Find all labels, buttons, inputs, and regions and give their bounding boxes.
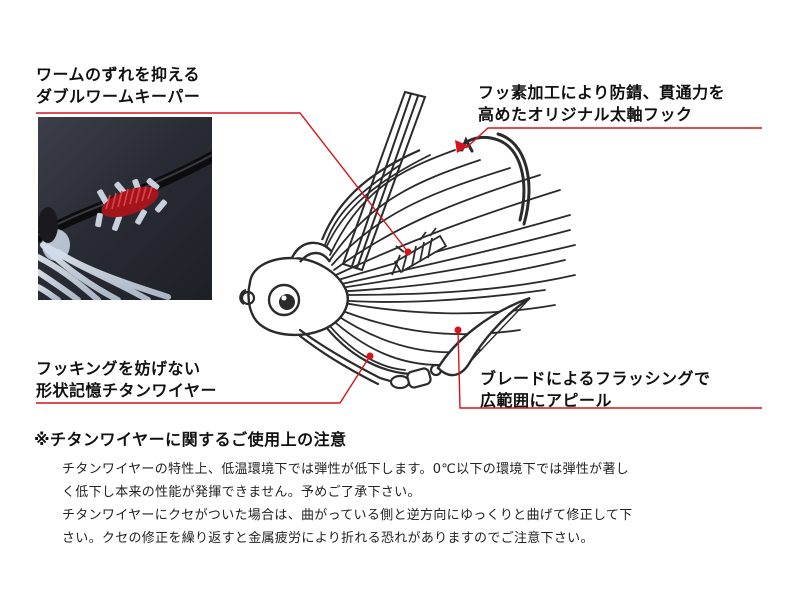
hook [458,132,531,226]
trailer-strand [341,90,427,272]
blade-label: ブレードによるフラッシングで 広範囲にアピール [480,368,711,412]
usage-notes: ※チタンワイヤーに関するご使用上の注意 チタンワイヤーの特性上、低温環境下では弾… [34,426,774,550]
callout-dots [366,248,462,360]
worm-keeper-label-line1: ワームのずれを抑える [36,65,201,84]
jig-head [239,241,349,337]
usage-note-line: く低下し本来の性能が発揮できません。予めご了承下さい。 [62,485,421,500]
worm-keeper-label-line2: ダブルワームキーパー [36,87,201,106]
worm-keeper [391,227,448,276]
snap-swivel [389,363,443,390]
wire-label-line1: フッキングを妨げない [36,359,201,378]
wire-label-line2: 形状記憶チタンワイヤー [36,381,218,400]
usage-note-line: さい。クセの修正を繰り返すと金属疲労により折れる恐れがありますのでご注意下さい。 [62,531,594,546]
worm-keeper-photo-illustration [38,151,212,300]
hook-label-line2: 高めたオリジナル太軸フック [478,105,693,124]
line-tie [240,290,256,306]
hook-label: フッ素加工により防錆、貫通力を 高めたオリジナル太軸フック [478,82,725,126]
titanium-wire [298,328,402,386]
hook-label-line1: フッ素加工により防錆、貫通力を [478,83,726,102]
worm-keeper-closeup-photo [38,117,212,300]
lure-eye [267,283,301,317]
usage-note-line: チタンワイヤーにクセがついた場合は、曲がっている側と逆方向にゆっくりと曲げて修正… [62,508,633,523]
hook-callout-marker [455,140,469,153]
blade-label-line2: 広範囲にアピール [480,391,613,410]
usage-notes-title: ※チタンワイヤーに関するご使用上の注意 [34,430,347,449]
worm-keeper-label: ワームのずれを抑える ダブルワームキーパー [36,64,200,108]
skirt-strands [324,149,576,371]
wire-label: フッキングを妨げない 形状記憶チタンワイヤー [36,358,217,402]
blade [436,296,531,377]
blade-label-line1: ブレードによるフラッシングで [480,369,711,388]
usage-note-line: チタンワイヤーの特性上、低温環境下では弾性が低下します。0℃以下の環境下では弾性… [62,462,630,477]
